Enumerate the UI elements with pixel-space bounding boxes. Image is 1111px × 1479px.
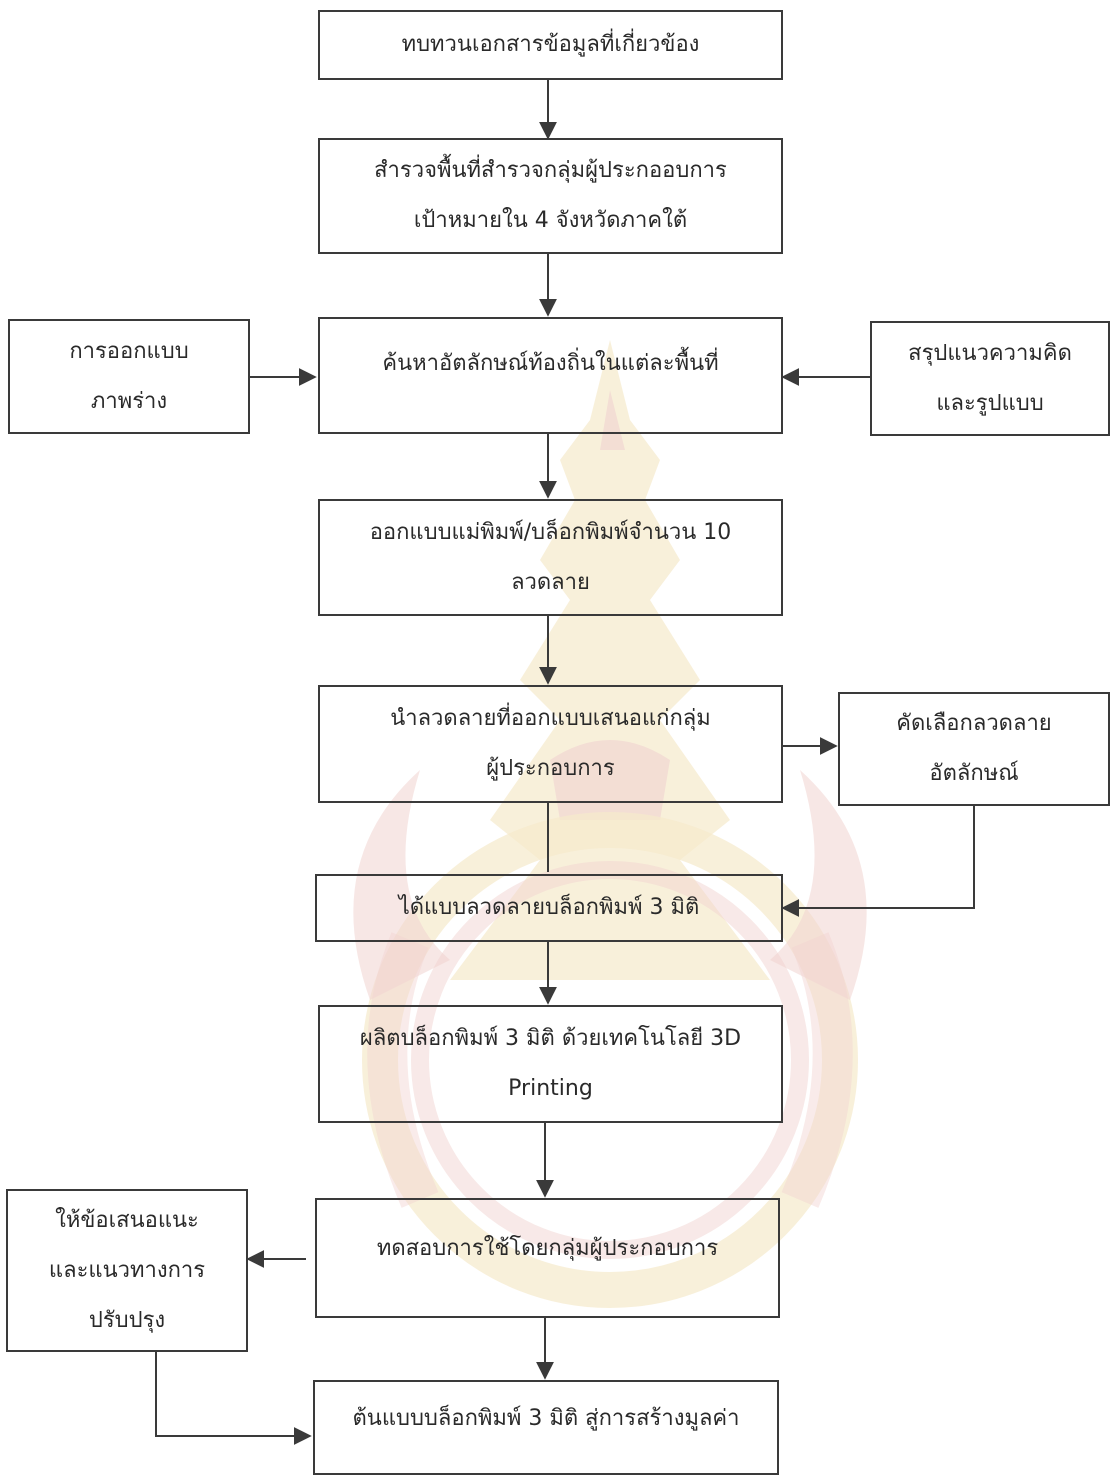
- node-produce: ผลิตบล็อกพิมพ์ 3 มิติ ด้วยเทคโนโลยี 3D P…: [318, 1005, 783, 1123]
- node-present-line-2: ผู้ประกอบการ: [486, 756, 615, 781]
- node-sketch-line-1: การออกแบบ: [69, 338, 189, 364]
- node-select-line-1: คัดเลือกลวดลาย: [896, 711, 1052, 736]
- node-select: คัดเลือกลวดลาย อัตลักษณ์: [838, 692, 1110, 806]
- arrow-suggest-prototype: [155, 1352, 312, 1445]
- node-produce-line-2: Printing: [508, 1076, 593, 1101]
- node-suggest-line-3: ปรับปรุง: [88, 1307, 166, 1333]
- node-identity-line-1: ค้นหาอัตลักษณ์ท้องถิ่นในแต่ละพื้นที่: [382, 351, 719, 376]
- node-present: นำลวดลายที่ออกแบบเสนอแก่กลุ่ม ผู้ประกอบก…: [318, 685, 783, 803]
- node-suggest-line-2: และแนวทางการ: [48, 1257, 206, 1283]
- node-test-line-1: ทดสอบการใช้โดยกลุ่มผู้ประกอบการ: [376, 1236, 719, 1261]
- node-test: ทดสอบการใช้โดยกลุ่มผู้ประกอบการ: [315, 1198, 780, 1318]
- node-survey-line-1: สำรวจพื้นที่สำรวจกลุ่มผู้ประกออบการ: [374, 158, 727, 183]
- node-suggest-line-1: ให้ข้อเสนอแนะ: [55, 1207, 199, 1233]
- node-review-line-1: ทบทวนเอกสารข้อมูลที่เกี่ยวข้อง: [401, 32, 700, 57]
- node-sketch: การออกแบบ ภาพร่าง: [8, 319, 250, 434]
- arrow-select-obtain: [781, 806, 975, 917]
- node-concept-line-1: สรุปแนวความคิด: [908, 340, 1072, 366]
- node-obtain-line-1: ได้แบบลวดลายบล็อกพิมพ์ 3 มิติ: [398, 895, 700, 920]
- node-design-line-2: ลวดลาย: [511, 569, 590, 595]
- node-review: ทบทวนเอกสารข้อมูลที่เกี่ยวข้อง: [318, 10, 783, 80]
- node-design: ออกแบบแม่พิมพ์/บล็อกพิมพ์จำนวน 10 ลวดลาย: [318, 499, 783, 616]
- node-concept-line-2: และรูปแบบ: [936, 390, 1044, 416]
- node-prototype: ต้นแบบบล็อกพิมพ์ 3 มิติ สู่การสร้างมูลค่…: [313, 1380, 779, 1475]
- university-emblem-watermark: [353, 340, 867, 1308]
- node-select-line-2: อัตลักษณ์: [929, 761, 1019, 786]
- node-design-line-1: ออกแบบแม่พิมพ์/บล็อกพิมพ์จำนวน 10: [369, 519, 732, 545]
- node-survey-line-2: เป้าหมายใน 4 จังหวัดภาคใต้: [413, 208, 688, 233]
- node-sketch-line-2: ภาพร่าง: [90, 388, 168, 414]
- node-survey: สำรวจพื้นที่สำรวจกลุ่มผู้ประกออบการ เป้า…: [318, 138, 783, 254]
- node-identity: ค้นหาอัตลักษณ์ท้องถิ่นในแต่ละพื้นที่: [318, 317, 783, 434]
- node-suggest: ให้ข้อเสนอแนะ และแนวทางการ ปรับปรุง: [6, 1189, 248, 1352]
- node-produce-line-1: ผลิตบล็อกพิมพ์ 3 มิติ ด้วยเทคโนโลยี 3D: [359, 1026, 742, 1051]
- node-present-line-1: นำลวดลายที่ออกแบบเสนอแก่กลุ่ม: [390, 706, 711, 731]
- node-prototype-line-1: ต้นแบบบล็อกพิมพ์ 3 มิติ สู่การสร้างมูลค่…: [352, 1406, 740, 1431]
- node-concept: สรุปแนวความคิด และรูปแบบ: [870, 321, 1110, 436]
- node-obtain: ได้แบบลวดลายบล็อกพิมพ์ 3 มิติ: [315, 874, 783, 942]
